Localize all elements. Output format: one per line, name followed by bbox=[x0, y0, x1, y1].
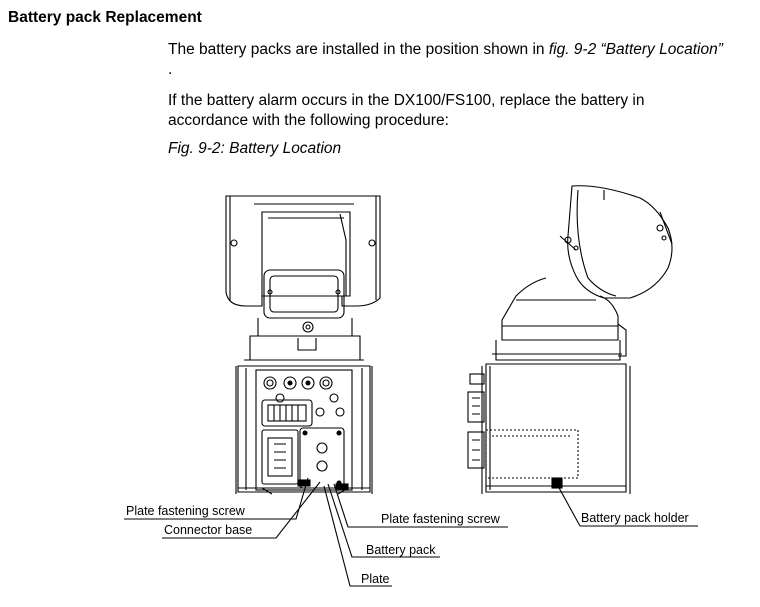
side-view-drawing bbox=[467, 185, 673, 494]
label-battery-pack-holder: Battery pack holder bbox=[581, 511, 689, 525]
figure-reference-link[interactable]: fig. 9-2 “Battery Location” bbox=[548, 41, 723, 58]
intro-text: The battery packs are installed in the p… bbox=[168, 41, 549, 58]
figure-caption: Fig. 9-2: Battery Location bbox=[168, 140, 342, 157]
label-connector-base: Connector base bbox=[164, 523, 252, 537]
front-leader-lines bbox=[124, 477, 508, 587]
intro-text-end: . bbox=[168, 61, 173, 78]
label-plate-fastening-screw-right: Plate fastening screw bbox=[381, 512, 501, 526]
label-battery-pack: Battery pack bbox=[366, 543, 436, 557]
section-title: Battery pack Replacement bbox=[8, 9, 202, 26]
label-plate: Plate bbox=[361, 572, 390, 586]
label-plate-fastening-screw-left: Plate fastening screw bbox=[126, 504, 246, 518]
front-view-drawing bbox=[225, 195, 381, 495]
procedure-paragraph: If the battery alarm occurs in the DX100… bbox=[168, 92, 645, 129]
side-leader-lines bbox=[557, 485, 698, 527]
intro-paragraph: The battery packs are installed in the p… bbox=[168, 40, 728, 80]
